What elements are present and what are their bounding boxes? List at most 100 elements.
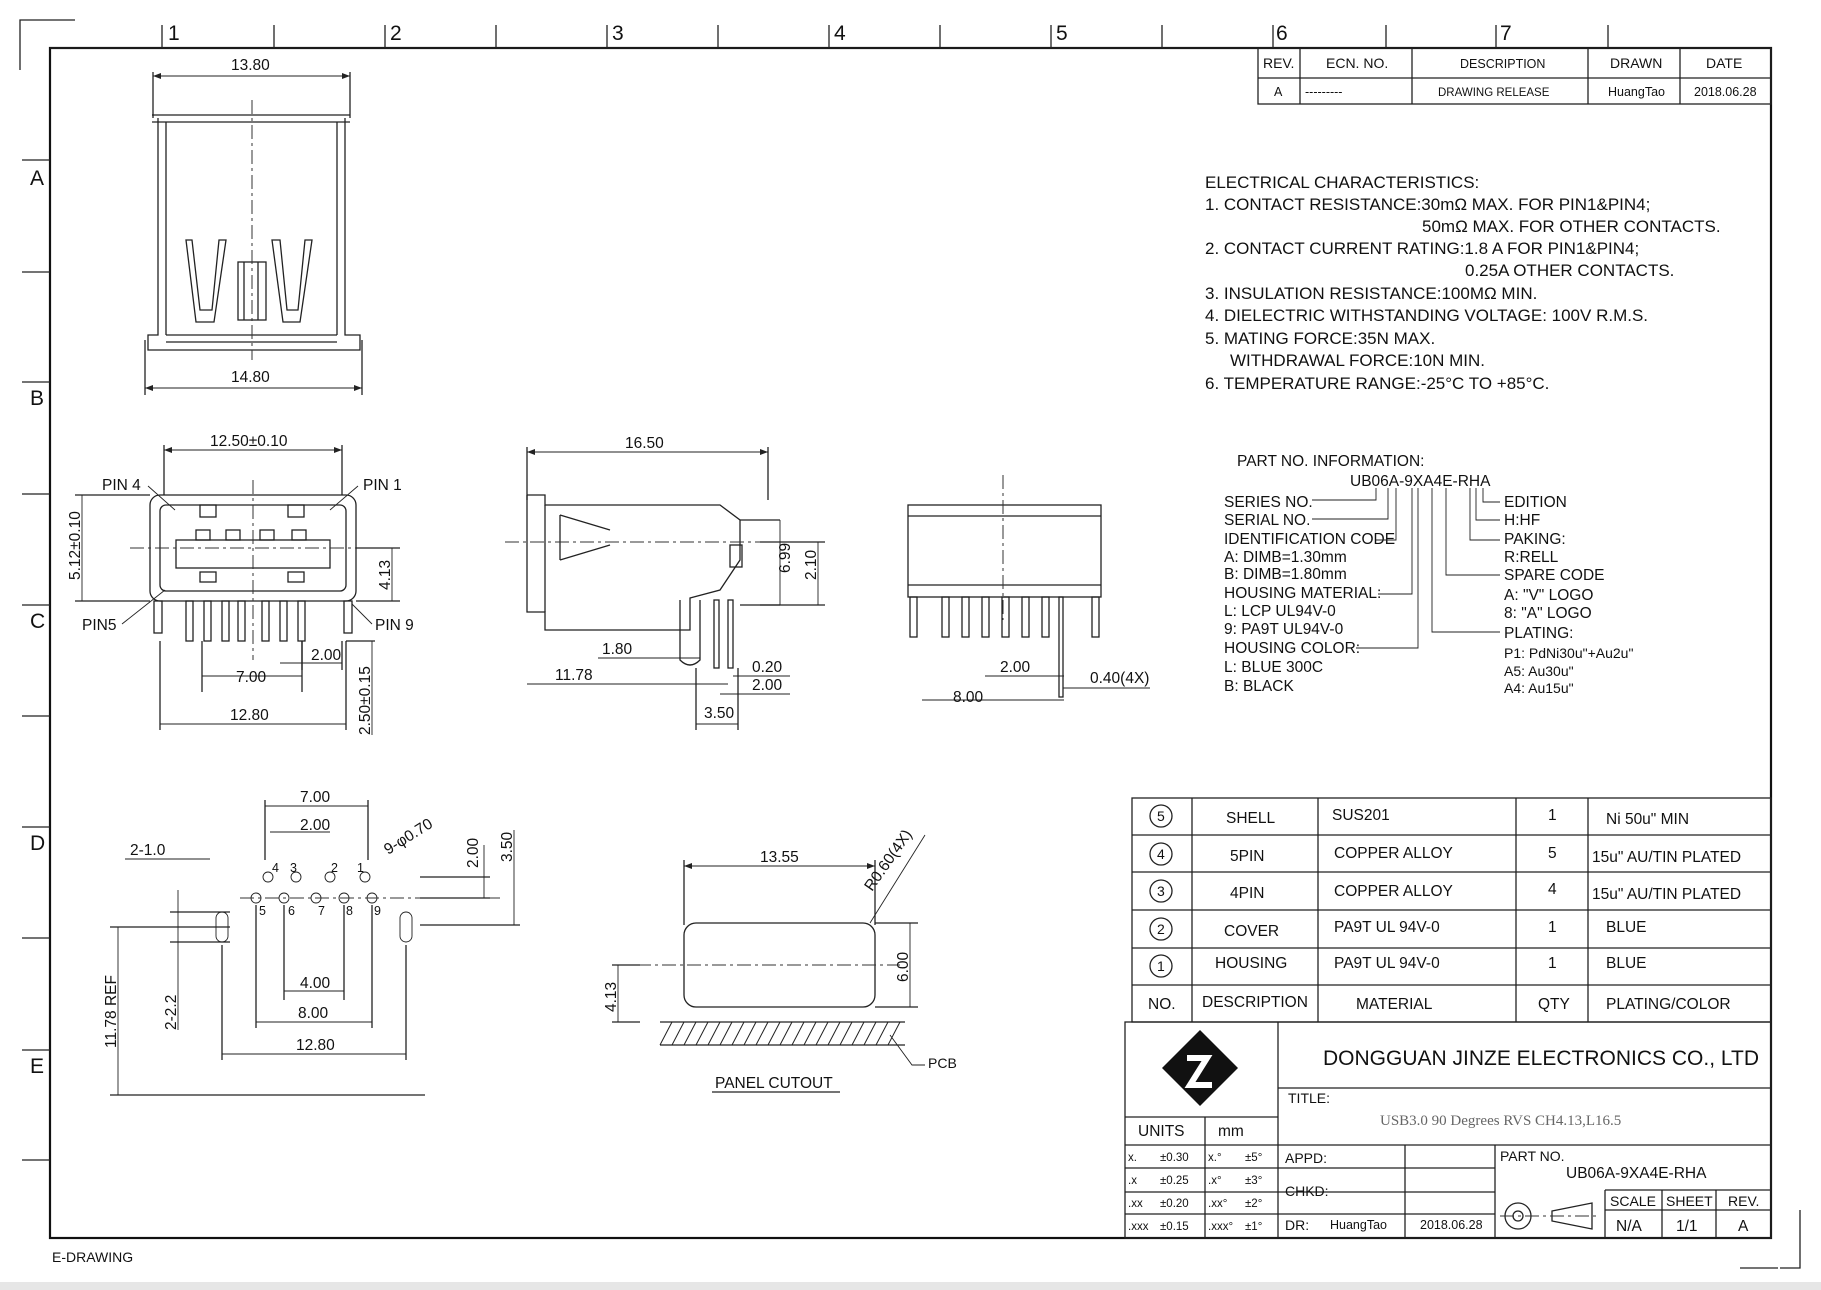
tol-row-1-c: .x° [1208, 1175, 1222, 1187]
part-number-info: PART NO. INFORMATION: UB06A-9XA4E-RHA SE… [1224, 453, 1633, 696]
footprint-pin-7: 7 [318, 904, 325, 918]
footprint-dim-holes: 9-φ0.70 [381, 815, 436, 858]
panel-label-pcb: PCB [928, 1055, 957, 1071]
footprint-dim-400: 4.00 [300, 975, 331, 992]
rev-value-date: 2018.06.28 [1694, 85, 1757, 99]
part-info-left-1: SERIAL NO. [1224, 512, 1310, 529]
side-dim-1178: 11.78 [555, 667, 593, 684]
top-dim-width: 13.80 [231, 57, 270, 74]
part-info-left-9: L: BLUE 300C [1224, 659, 1323, 676]
footprint-dim-1178: 11.78 REF [103, 975, 120, 1048]
rev-value-desc: DRAWING RELEASE [1438, 87, 1550, 99]
row-label-d: D [30, 832, 45, 855]
bom-header-desc: DESCRIPTION [1202, 994, 1308, 1011]
bom-no-1: 1 [1157, 958, 1165, 974]
col-label-3: 3 [612, 22, 624, 45]
rev-header-desc: DESCRIPTION [1460, 57, 1545, 71]
part-info-code: UB06A-9XA4E-RHA [1350, 473, 1491, 490]
dr-label: DR: [1285, 1217, 1309, 1233]
electrical-line-3: 2. CONTACT CURRENT RATING:1.8 A FOR PIN1… [1205, 239, 1639, 258]
top-dim-bottom: 14.80 [231, 369, 270, 386]
top-view: 13.80 14.80 [144, 57, 363, 395]
part-info-left-5: HOUSING MATERIAL: [1224, 585, 1381, 602]
tol-row-2-c: .xx° [1208, 1198, 1227, 1210]
sheet-value: 1/1 [1676, 1218, 1698, 1235]
electrical-line-2: 50mΩ MAX. FOR OTHER CONTACTS. [1422, 217, 1721, 236]
pcb-footprint: 7.00 2.00 2-1.0 9-φ0.70 4 3 2 1 5 6 7 8 … [103, 789, 520, 1096]
bom-qty-5: 1 [1548, 807, 1557, 824]
grid-rows: A B C D E [22, 159, 50, 1161]
rear-dim-800: 8.00 [953, 689, 984, 706]
footprint-dim-350v: 3.50 [499, 831, 516, 862]
electrical-characteristics: ELECTRICAL CHARACTERISTICS: 1. CONTACT R… [1205, 173, 1721, 393]
scale-label: SCALE [1610, 1193, 1656, 1209]
part-info-right-3: R:RELL [1504, 549, 1559, 566]
panel-cutout-label: PANEL CUTOUT [715, 1075, 833, 1092]
side-dim-020: 0.20 [752, 659, 783, 676]
part-info-right-1: H:HF [1504, 512, 1540, 529]
side-view: 16.50 6.99 2.10 1.80 11.78 0.20 2.00 3.5… [505, 435, 825, 730]
front-dim-413: 4.13 [377, 560, 394, 590]
rev-value: A [1738, 1218, 1749, 1235]
sheet-label: SHEET [1666, 1193, 1713, 1209]
front-view: 12.50±0.10 PIN 4 PIN 1 PIN5 PIN 9 [67, 433, 414, 735]
part-info-right-5: A: "V" LOGO [1504, 587, 1593, 604]
panel-cutout: 13.55 R0.60(4X) 6.00 4.13 [603, 827, 957, 1093]
tol-row-0-b: ±0.30 [1160, 1152, 1189, 1164]
front-label-pin5: PIN5 [82, 617, 116, 634]
tol-row-3-b: ±0.15 [1160, 1221, 1189, 1233]
front-dim-700: 7.00 [236, 669, 267, 686]
bom-qty-4: 5 [1548, 845, 1557, 862]
bom-qty-2: 1 [1548, 919, 1557, 936]
part-info-right-8: P1: PdNi30u"+Au2u" [1504, 645, 1633, 661]
tol-row-0-d: ±5° [1245, 1152, 1262, 1164]
front-dim-height: 5.12±0.10 [67, 511, 84, 580]
bom-qty-3: 4 [1548, 881, 1557, 898]
col-label-4: 4 [834, 22, 846, 45]
bom-desc-5: SHELL [1226, 810, 1275, 827]
footprint-dim-1280: 12.80 [296, 1037, 335, 1054]
front-dim-200: 2.00 [311, 647, 342, 664]
footprint-dim-700: 7.00 [300, 789, 331, 806]
electrical-line-4: 0.25A OTHER CONTACTS. [1465, 261, 1674, 280]
front-label-pin9: PIN 9 [375, 617, 414, 634]
part-info-right-7: PLATING: [1504, 625, 1573, 642]
scale-value: N/A [1616, 1218, 1643, 1235]
row-label-c: C [30, 610, 45, 633]
dr-date: 2018.06.28 [1420, 1218, 1483, 1232]
part-info-right-10: A4: Au15u" [1504, 680, 1574, 696]
footprint-dim-200v: 2.00 [465, 837, 482, 868]
electrical-line-8: WITHDRAWAL FORCE:10N MIN. [1230, 351, 1485, 370]
bom-desc-4: 5PIN [1230, 848, 1264, 865]
title-label: TITLE: [1288, 1090, 1330, 1106]
bom-header-no: NO. [1148, 996, 1176, 1013]
rev-header-date: DATE [1706, 55, 1742, 71]
front-label-pin1: PIN 1 [363, 477, 402, 494]
part-info-left-2: IDENTIFICATION CODE [1224, 531, 1395, 548]
units-value: mm [1218, 1123, 1244, 1140]
panel-dim-1355: 13.55 [760, 849, 799, 866]
company-logo [1162, 1030, 1238, 1106]
part-info-left-10: B: BLACK [1224, 678, 1294, 695]
footprint-dim-22: 2-2.2 [163, 995, 180, 1030]
bottom-strip [0, 1282, 1821, 1290]
col-label-7: 7 [1500, 22, 1512, 45]
panel-dim-r: R0.60(4X) [861, 827, 915, 895]
chkd-label: CHKD: [1285, 1183, 1329, 1199]
bom-material-4: COPPER ALLOY [1334, 845, 1453, 862]
tol-row-1-d: ±3° [1245, 1175, 1262, 1187]
bom-no-4: 4 [1157, 846, 1165, 862]
company-name: DONGGUAN JINZE ELECTRONICS CO., LTD [1323, 1047, 1759, 1070]
col-label-2: 2 [390, 22, 402, 45]
dr-name: HuangTao [1330, 1218, 1387, 1232]
part-info-left-8: HOUSING COLOR: [1224, 640, 1360, 657]
bom-plating-2: BLUE [1606, 919, 1647, 936]
part-info-right-0: EDITION [1504, 494, 1567, 511]
footer-label: E-DRAWING [52, 1249, 133, 1265]
bom-no-3: 3 [1157, 883, 1165, 899]
footprint-pin-4: 4 [272, 861, 279, 875]
bom-material-3: COPPER ALLOY [1334, 883, 1453, 900]
electrical-line-7: 5. MATING FORCE:35N MAX. [1205, 329, 1435, 348]
footprint-pin-1: 1 [357, 861, 364, 875]
electrical-line-6: 4. DIELECTRIC WITHSTANDING VOLTAGE: 100V… [1205, 306, 1648, 325]
